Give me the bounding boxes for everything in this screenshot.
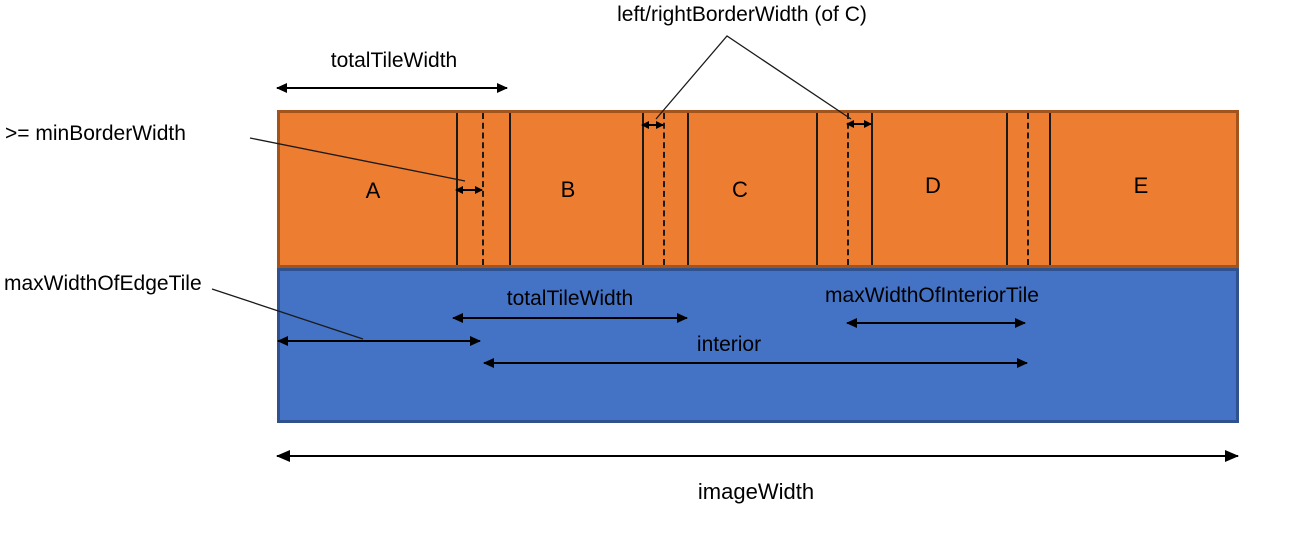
image-band-rect [277, 268, 1239, 423]
border-edge-line [871, 113, 873, 265]
left-right-border-width-label: left/rightBorderWidth (of C) [617, 3, 867, 26]
border-edge-line [1049, 113, 1051, 265]
image-width-label: imageWidth [697, 479, 815, 504]
min-border-width-label: >= minBorderWidth [5, 122, 186, 145]
min-border-width-arrow [455, 186, 483, 194]
border-width-leader-lines [655, 35, 852, 120]
tile-boundary-dashed-line [482, 113, 484, 265]
total-tile-width-interior-arrow [452, 313, 688, 323]
max-width-of-edge-tile-label: maxWidthOfEdgeTile [4, 272, 202, 295]
total-tile-width-top-arrow [276, 83, 508, 93]
image-width-arrow [276, 450, 1239, 462]
tile-label-a: A [365, 178, 381, 203]
right-border-width-arrow [846, 120, 872, 128]
tile-label-d: D [925, 173, 941, 198]
total-tile-width-top-label: totalTileWidth [330, 49, 458, 72]
border-edge-line [642, 113, 644, 265]
total-tile-width-interior-label: totalTileWidth [506, 287, 634, 310]
max-width-of-edge-tile-arrow [277, 336, 481, 346]
interior-arrow [483, 358, 1028, 368]
tile-boundary-dashed-line [847, 113, 849, 265]
border-edge-line [687, 113, 689, 265]
border-edge-line [816, 113, 818, 265]
max-width-of-interior-tile-arrow [846, 318, 1026, 328]
tile-label-c: C [732, 177, 748, 202]
tile-label-e: E [1133, 173, 1149, 198]
tile-band-rect [277, 110, 1239, 268]
border-edge-line [509, 113, 511, 265]
max-width-of-interior-tile-label: maxWidthOfInteriorTile [825, 284, 1039, 307]
left-border-width-arrow [641, 121, 664, 129]
tile-boundary-dashed-line [1027, 113, 1029, 265]
tile-label-b: B [560, 177, 576, 202]
tile-boundary-dashed-line [663, 113, 665, 265]
interior-label: interior [696, 333, 762, 356]
border-edge-line [1006, 113, 1008, 265]
